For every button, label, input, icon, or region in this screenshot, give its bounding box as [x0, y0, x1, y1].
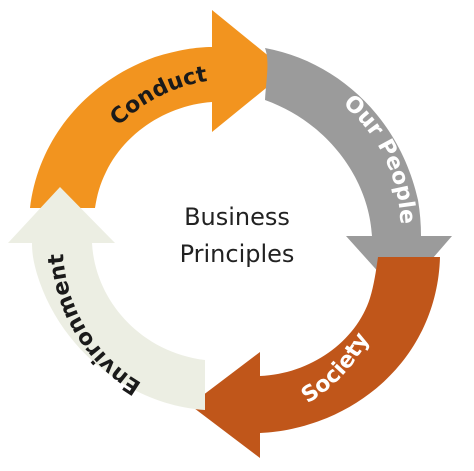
environment-arrow	[8, 187, 205, 410]
conduct-arrow	[30, 10, 287, 208]
center-title-line2: Principles	[180, 240, 295, 268]
center-title-line1: Business	[184, 203, 290, 231]
society-arrow	[190, 257, 440, 458]
our-people-arrow	[265, 48, 452, 296]
